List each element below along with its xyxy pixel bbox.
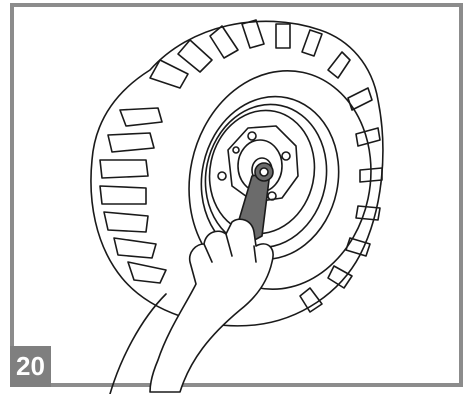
step-number-badge: 20 xyxy=(10,346,51,387)
